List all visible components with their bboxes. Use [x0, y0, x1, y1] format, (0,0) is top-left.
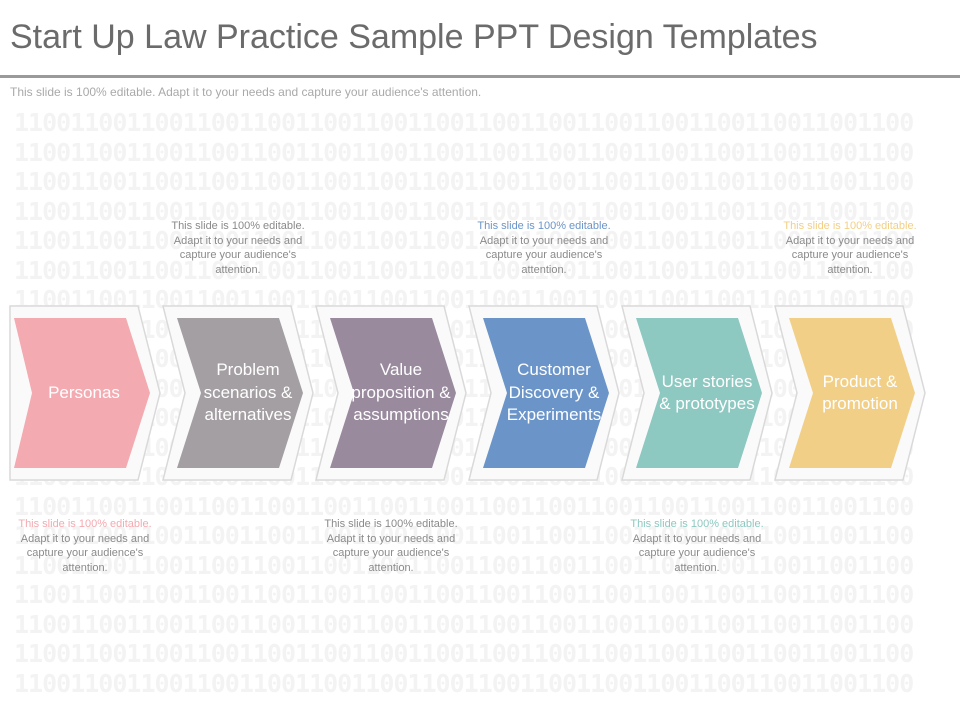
step-note-body: Adapt it to your needs and capture your …: [173, 234, 303, 276]
step-note-body: Adapt it to your needs and capture your …: [326, 532, 456, 574]
step-note-heading: This slide is 100% editable.: [18, 518, 152, 530]
chevron-step-label-2: Problem scenarios & alternatives: [203, 360, 293, 425]
step-note-heading: This slide is 100% editable.: [324, 518, 458, 530]
chevron-step-label-4: Customer Discovery & Experiments: [506, 360, 602, 425]
chevron-step-3: [330, 318, 456, 468]
step-note-body: Adapt it to your needs and capture your …: [632, 532, 762, 574]
chevron-step-4: [483, 318, 609, 468]
chevron-step-label-1: Personas: [48, 382, 120, 402]
slide-subtitle: This slide is 100% editable. Adapt it to…: [10, 85, 482, 99]
chevron-step-label-5: User stories & prototypes: [659, 371, 755, 414]
binary-background-pattern: 1100110011001100110011001100110011001100…: [14, 108, 914, 698]
step-note-heading: This slide is 100% editable.: [171, 220, 305, 232]
step-note-1: This slide is 100% editable. Adapt it to …: [5, 517, 165, 575]
slide-title: Start Up Law Practice Sample PPT Design …: [10, 18, 818, 56]
chevron-step-5: [636, 318, 762, 468]
step-note-body: Adapt it to your needs and capture your …: [479, 234, 609, 276]
chevron-step-1: [14, 318, 150, 468]
chevron-step-2: [177, 318, 303, 468]
step-note-4: This slide is 100% editable. Adapt it to …: [464, 219, 624, 277]
step-note-body: Adapt it to your needs and capture your …: [785, 234, 915, 276]
chevron-step-label-3: Value proposition & assumptions: [351, 360, 451, 425]
step-note-5: This slide is 100% editable. Adapt it to …: [617, 517, 777, 575]
step-note-2: This slide is 100% editable. Adapt it to …: [158, 219, 318, 277]
step-note-3: This slide is 100% editable. Adapt it to …: [311, 517, 471, 575]
step-note-6: This slide is 100% editable. Adapt it to …: [770, 219, 930, 277]
step-note-heading: This slide is 100% editable.: [477, 220, 611, 232]
chevron-step-label-6: Product & promotion: [822, 371, 898, 414]
step-note-heading: This slide is 100% editable.: [630, 518, 764, 530]
chevron-step-6: [789, 318, 915, 468]
title-divider: [0, 75, 960, 78]
step-note-body: Adapt it to your needs and capture your …: [20, 532, 150, 574]
step-note-heading: This slide is 100% editable.: [783, 220, 917, 232]
